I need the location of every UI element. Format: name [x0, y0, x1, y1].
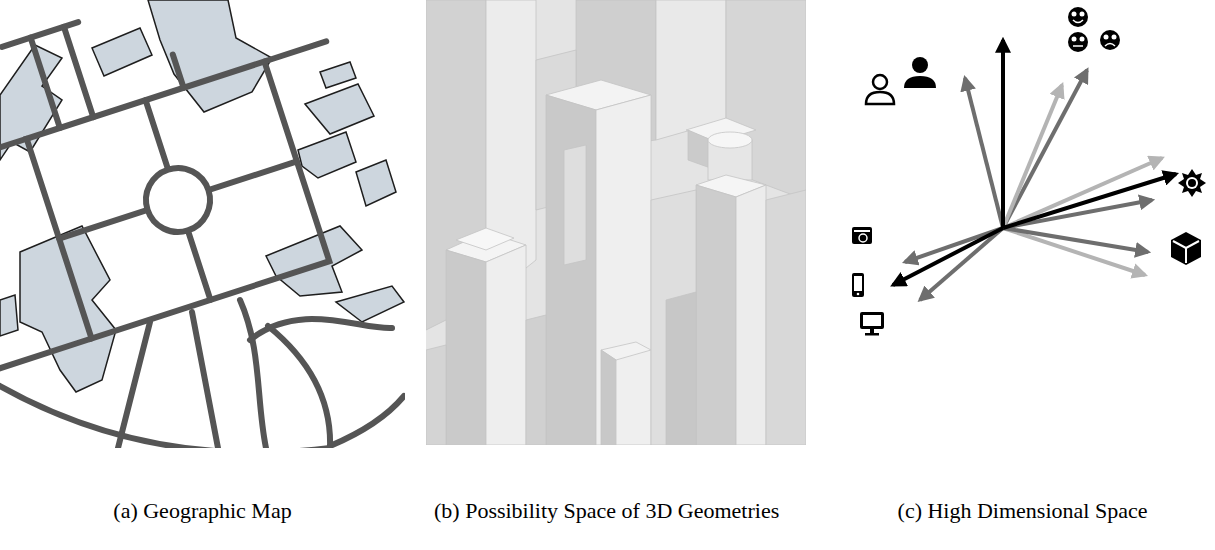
subfigure-caption: (c) High Dimensional Space [830, 498, 1215, 523]
geographic-map [0, 0, 405, 448]
subfigure-caption: (a) Geographic Map [0, 498, 405, 523]
subfigure-caption-box: (b) Possibility Space of 3D Geometries [434, 498, 806, 523]
subfigure-caption-box: (a) Geographic Map [0, 498, 405, 523]
vector-space [820, 0, 1215, 445]
city-3d-render [426, 0, 806, 445]
subfigure-caption-box: (c) High Dimensional Space [830, 498, 1215, 523]
subfigure-caption: (b) Possibility Space of 3D Geometries [434, 498, 806, 523]
